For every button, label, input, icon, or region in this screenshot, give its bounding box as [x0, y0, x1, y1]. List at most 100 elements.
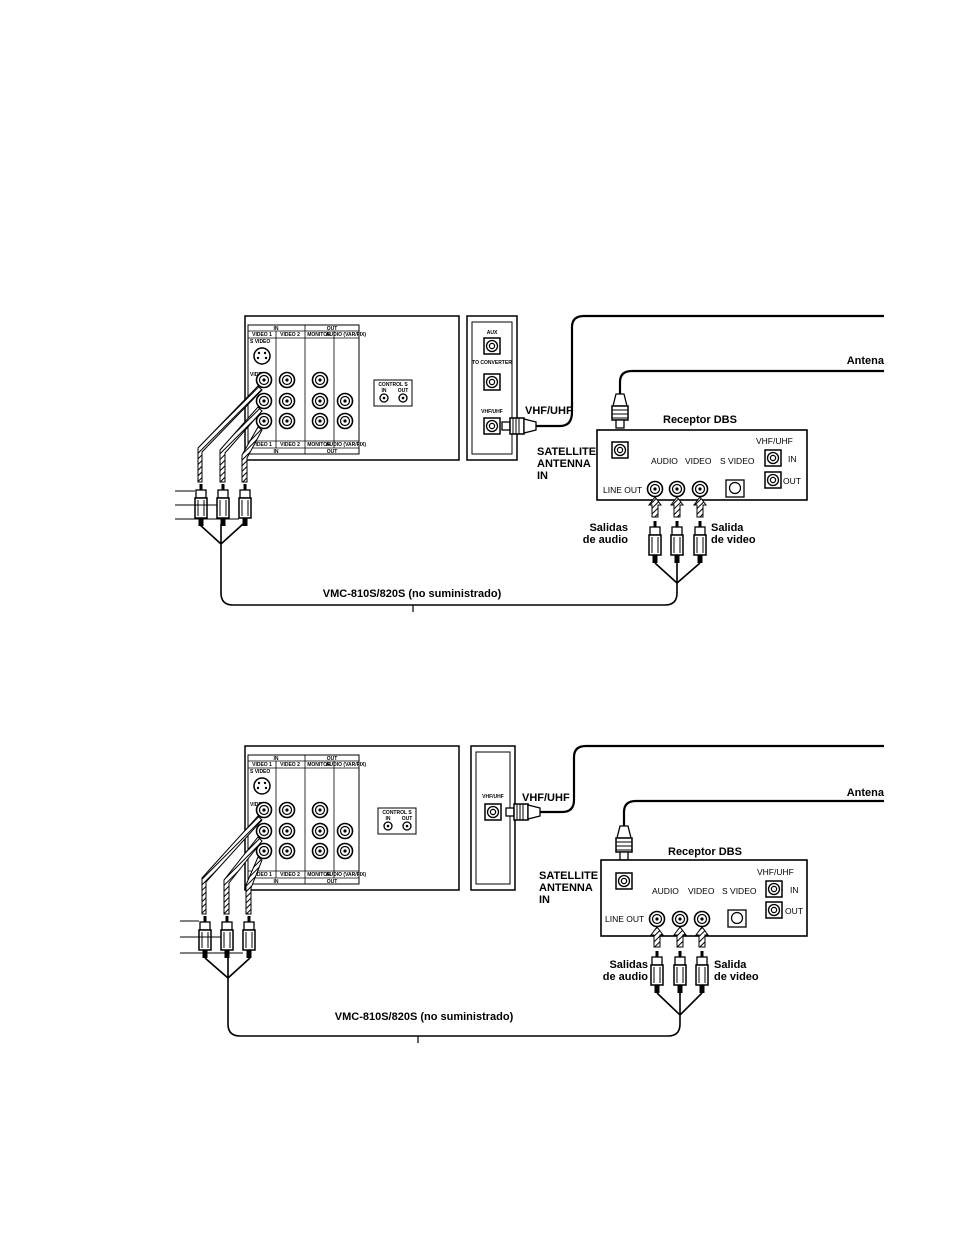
vhfuhf-label: VHF/UHF	[525, 405, 573, 417]
antena-label: Antena	[847, 787, 885, 799]
tv-jack	[336, 822, 354, 840]
control-s-block: CONTROL S IN OUT	[377, 807, 417, 835]
antenna-panel: VHF/UHF	[470, 745, 516, 891]
tv-jack	[255, 371, 273, 389]
receiver-arrows	[648, 496, 707, 518]
diagram-2: IN OUT VIDEO 1 VIDEO 2 MONITOR AUDIO (VA…	[180, 744, 885, 1043]
control-s-out: OUT	[398, 388, 409, 394]
tv-jack	[336, 842, 354, 860]
rx-video-label: VIDEO	[688, 886, 715, 896]
tv-in-bottom: IN	[274, 449, 279, 455]
antena-label: Antena	[847, 355, 885, 367]
tv-svideo-label: S VIDEO	[250, 769, 270, 775]
tv-arrows	[197, 385, 263, 483]
tv-jack	[278, 371, 296, 389]
tv-out-bottom: OUT	[327, 449, 338, 455]
tv-monitor-bottom: MONITOR	[307, 872, 331, 878]
vhfuhf-label: VHF/UHF	[522, 792, 570, 804]
rca-plug	[648, 520, 662, 564]
tv-audio-var-label: AUDIO (VAR/FIX)	[326, 332, 367, 338]
vhfuhf-jack	[484, 803, 502, 821]
satellite-plug	[615, 825, 633, 861]
satellite-cable	[618, 369, 884, 394]
tv-audio-var-bottom: AUDIO (VAR/FIX)	[326, 872, 367, 878]
salida-label-2: de video	[714, 971, 759, 983]
rca-plug	[220, 915, 234, 959]
antenna-cable	[536, 314, 884, 428]
satellite-cable	[622, 799, 884, 826]
rx-line-out-label: LINE OUT	[605, 914, 644, 924]
vhfuhf-small-label: VHF/UHF	[481, 409, 503, 415]
control-s-label: CONTROL S	[378, 382, 408, 388]
satellite-label-2: ANTENNA	[539, 882, 593, 894]
tv-jack	[311, 801, 329, 819]
rx-svideo-jack	[725, 479, 745, 498]
tv-audio-var-bottom: AUDIO (VAR/FIX)	[326, 442, 367, 448]
tv-jack	[278, 822, 296, 840]
antenna-panel: AUX TO CONVERTER VHF/UHF	[466, 315, 518, 461]
tv-back-panel: IN OUT VIDEO 1 VIDEO 2 MONITOR AUDIO (VA…	[244, 745, 460, 891]
tv-monitor-label: MONITOR	[307, 332, 331, 338]
vmc-cable	[204, 957, 703, 1037]
tv-jack	[278, 412, 296, 430]
tv-svideo-label: S VIDEO	[250, 339, 270, 345]
tv-jack	[336, 412, 354, 430]
rca-plug	[673, 950, 687, 994]
rx-vhf-out-jack	[765, 901, 783, 919]
control-s-out: OUT	[402, 816, 413, 822]
rx-audio-jack	[646, 480, 664, 498]
salidas-label-1: Salidas	[589, 522, 628, 534]
tv-in-top: IN	[274, 326, 279, 332]
svideo-jack	[253, 777, 271, 795]
salidas-label-2: de audio	[603, 971, 649, 983]
rx-out-label: OUT	[785, 906, 803, 916]
tv-jack	[311, 371, 329, 389]
receiver-arrows	[650, 926, 709, 948]
tv-jack	[311, 392, 329, 410]
tv-video1-label: VIDEO 1	[252, 762, 272, 768]
tv-in-bottom: IN	[274, 879, 279, 885]
rx-video-jack	[693, 910, 711, 928]
tv-out-top: OUT	[327, 756, 338, 762]
rx-line-out-label: LINE OUT	[603, 485, 642, 495]
rca-plug	[693, 520, 707, 564]
salida-label-1: Salida	[714, 959, 747, 971]
rca-plug	[242, 915, 256, 959]
rx-audio-jack	[648, 910, 666, 928]
tv-jack	[255, 392, 273, 410]
rca-plug	[216, 483, 230, 527]
satellite-label-1: SATELLITE	[539, 870, 598, 882]
to-converter-label: TO CONVERTER	[472, 360, 512, 366]
rx-vhf-in-jack	[764, 449, 782, 467]
rx-vhf-in-jack	[765, 880, 783, 898]
to-converter-jack	[483, 373, 501, 391]
rx-audio-jack	[668, 480, 686, 498]
tv-arrows	[201, 815, 263, 915]
rx-audio-label: AUDIO	[652, 886, 679, 896]
tv-monitor-label: MONITOR	[307, 762, 331, 768]
vhfuhf-small-label: VHF/UHF	[482, 794, 504, 800]
diagram-1: IN OUT VIDEO 1 VIDEO 2 MONITOR AUDIO (VA…	[175, 314, 885, 612]
rx-video-label: VIDEO	[685, 456, 712, 466]
tv-video2-label: VIDEO 2	[280, 762, 300, 768]
vmc-cable	[198, 523, 701, 606]
rx-vhfuhf-label: VHF/UHF	[757, 867, 794, 877]
rx-svideo-label: S VIDEO	[720, 456, 755, 466]
tv-jack	[255, 412, 273, 430]
control-s-block: CONTROL S IN OUT	[373, 379, 413, 407]
svideo-jack	[253, 347, 271, 365]
tv-jack	[278, 392, 296, 410]
tv-out-top: OUT	[327, 326, 338, 332]
tv-jack	[311, 842, 329, 860]
tv-monitor-bottom: MONITOR	[307, 442, 331, 448]
rx-in-label: IN	[790, 885, 799, 895]
satellite-label-3: IN	[539, 894, 550, 906]
tv-back-panel: IN OUT VIDEO 1 VIDEO 2 MONITOR AUDIO (VA…	[244, 315, 460, 461]
rca-plug	[650, 950, 664, 994]
salida-label-2: de video	[711, 534, 756, 546]
satellite-label-3: IN	[537, 470, 548, 482]
cable-label: VMC-810S/820S (no suministrado)	[335, 1011, 514, 1023]
tv-jack	[311, 412, 329, 430]
dbs-receiver: Receptor DBS AUDIO VIDEO S VIDEO LINE OU…	[600, 846, 808, 937]
